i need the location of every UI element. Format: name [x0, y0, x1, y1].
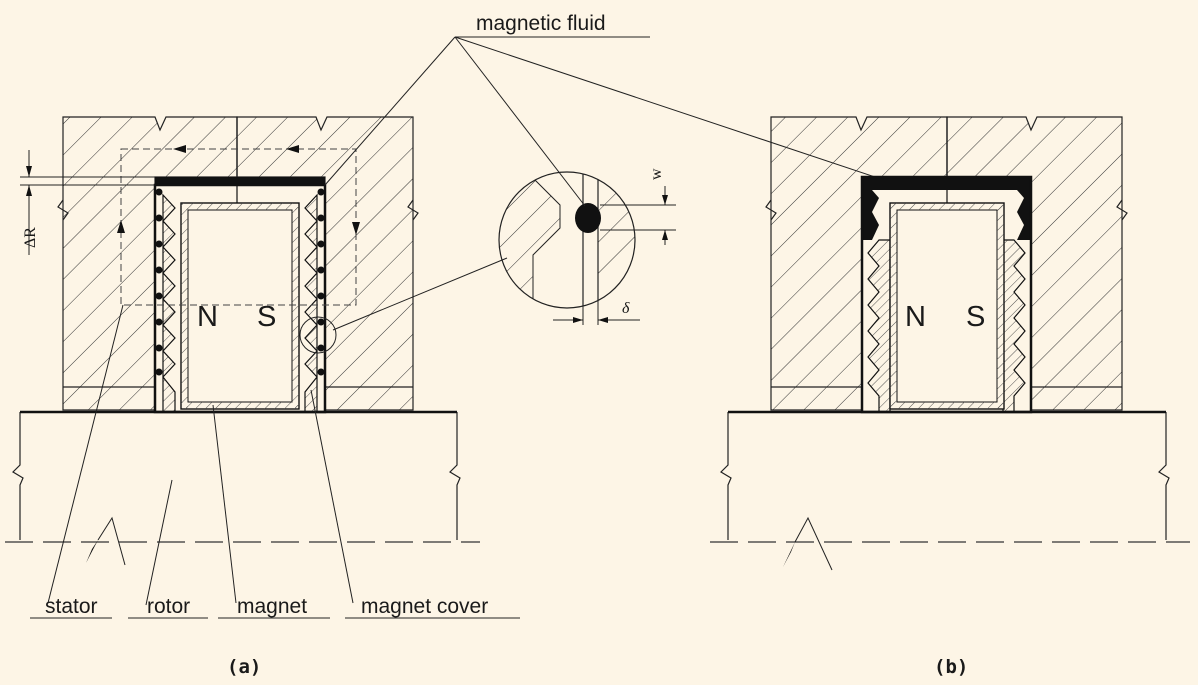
label-delta-r: ΔR — [22, 227, 39, 248]
label-magnet: magnet — [237, 595, 307, 618]
fluid-drops-a — [155, 188, 325, 376]
label-magnet-cover: magnet cover — [361, 595, 488, 618]
label-rotor: rotor — [147, 595, 190, 618]
label-stator: stator — [45, 595, 98, 618]
pole-s-b: S — [966, 301, 985, 333]
fluid-shape-b — [862, 177, 1031, 240]
fluid-top-layer — [155, 177, 325, 185]
label-delta: δ — [622, 300, 630, 317]
label-w: w — [648, 168, 665, 180]
rotor-b — [720, 412, 732, 540]
caption-b: (b) — [934, 656, 968, 678]
caption-a: (a) — [227, 656, 261, 678]
rotor-a — [12, 412, 24, 540]
panel-a — [5, 116, 520, 619]
pole-s-a: S — [257, 301, 276, 333]
label-magnetic-fluid: magnetic fluid — [476, 12, 606, 35]
panel-b — [710, 116, 1190, 571]
pole-n-a: N — [197, 301, 218, 333]
pole-n-b: N — [905, 301, 926, 333]
